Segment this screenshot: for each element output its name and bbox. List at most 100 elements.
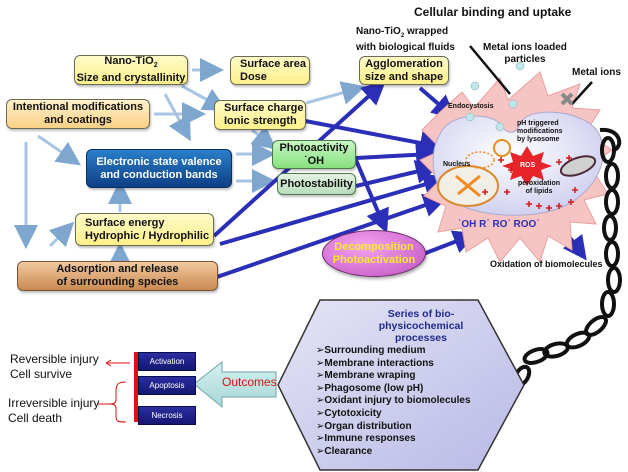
ph-triggered-label: pH triggered modifications by lysosome [517, 120, 563, 144]
label-text: with biological fluids [356, 42, 455, 53]
node-surface-energy: Surface energy Hydrophic / Hydrophilic [75, 213, 214, 246]
arrow-charge-to-photo [250, 125, 277, 150]
node-text: ˙OH [303, 154, 325, 167]
process-hexagon [277, 299, 525, 471]
chromosome [455, 174, 481, 198]
process-items: ➢Surrounding medium➢Membrane interaction… [316, 345, 496, 458]
node-text: and conduction bands [100, 168, 218, 181]
oxidation-label: Oxidation of biomolecules [490, 259, 603, 269]
node-text: and coatings [44, 114, 112, 126]
node-agglomeration: Agglomeration size and shape [359, 56, 449, 85]
node-decomposition: Decomposition Photoactivation [322, 230, 426, 277]
label-subscript: 2 [400, 33, 405, 39]
metal-ions-label: Metal ions [572, 67, 621, 78]
node-text: Agglomeration [365, 57, 443, 70]
node-intentional-modifications: Intentional modifications and coatings [6, 99, 150, 129]
node-text: Photoactivation [332, 253, 416, 266]
bullet-arrow-icon: ➢ [316, 395, 325, 407]
ros-label: ROS [520, 162, 536, 169]
arrow-stab-to-cell [355, 160, 440, 188]
process-item-text: Clearance [324, 445, 373, 457]
bullet-arrow-icon: ➢ [316, 382, 325, 394]
process-item: ➢Oxidant injury to biomolecules [316, 395, 496, 408]
process-item-text: Cytotoxicity [324, 407, 382, 419]
bullet-arrow-icon: ➢ [316, 433, 325, 445]
arrow-energy-to-cell [219, 172, 448, 246]
node-text: Ionic strength [224, 115, 297, 127]
peroxidation-label: peroxidation of lipids [518, 180, 560, 196]
label-text: pH triggered [517, 120, 559, 127]
lysosome [493, 139, 511, 157]
vesicle-dotted [465, 151, 495, 169]
node-text: Photoactivity [279, 141, 349, 154]
arrow-photo-to-decomp [354, 159, 389, 234]
light-arrows [14, 58, 366, 266]
outcome-red-bar [134, 352, 138, 422]
process-item-text: Organ distribution [324, 420, 412, 432]
node-text: Surface area [240, 57, 307, 70]
label-text: Cell death [8, 411, 63, 425]
arrow-ads-up-left [48, 221, 75, 248]
metal-loaded-pointer [469, 45, 511, 95]
ros-burst [502, 146, 552, 186]
process-title: Series of bio- physicochemical processes [316, 308, 496, 344]
node-surface-area: Surface area Dose [230, 56, 310, 85]
pointer-arrows [469, 45, 593, 105]
bullet-arrow-icon: ➢ [316, 420, 325, 432]
node-text: Photostability [280, 177, 353, 190]
node-text: Size and crystallinity [76, 72, 186, 85]
arrow-charge-to-cell [299, 118, 444, 155]
process-item: ➢Clearance [316, 446, 496, 459]
outcome-necrosis: Necrosis [138, 406, 196, 425]
bullet-arrow-icon: ➢ [316, 445, 325, 457]
reversible-injury-label: Reversible injury Cell survive [10, 352, 99, 382]
process-item: ➢Cytotoxicity [316, 408, 496, 421]
arrow-photo-to-cell [355, 142, 440, 167]
process-item: ➢Membrane interactions [316, 358, 496, 371]
process-item: ➢Membrane wraping [316, 370, 496, 383]
node-text: Surface charge [224, 102, 304, 114]
process-item-text: Membrane wraping [324, 370, 416, 382]
dark-arrows [212, 80, 587, 280]
label-text: peroxidation [518, 180, 561, 187]
node-text: size and shape [364, 70, 444, 83]
node-text: Intentional modifications [12, 101, 144, 113]
label-text: particles [504, 54, 546, 65]
radicals-label: ˙OH R˙ RO˙ ROO˙ [458, 219, 540, 230]
mitochondrion [559, 155, 597, 177]
process-item: ➢Surrounding medium [316, 345, 496, 358]
chain [512, 136, 622, 388]
cross-icon [560, 92, 574, 106]
title-line: physicochemical [378, 320, 464, 332]
outcome-activation: Activation [138, 352, 196, 371]
particles [465, 61, 525, 132]
process-item-text: Membrane interactions [324, 357, 434, 369]
bullet-arrow-icon: ➢ [316, 345, 325, 356]
title-line: processes [395, 332, 447, 344]
node-text: Nano-TiO [104, 54, 154, 67]
process-item-text: Phagosome (low pH) [324, 382, 424, 394]
diagram-title: Cellular binding and uptake [414, 5, 572, 19]
outcome-apoptosis: Apoptosis [138, 376, 196, 395]
outcomes-label: Outcomes [222, 375, 277, 389]
node-photoactivity: Photoactivity ˙OH [272, 140, 356, 169]
oxidative-marks [482, 155, 578, 211]
process-item: ➢Organ distribution [316, 421, 496, 434]
label-text: Cell survive [10, 367, 73, 381]
node-text: Electronic state valence [96, 155, 222, 168]
node-surface-charge: Surface charge Ionic strength [214, 100, 306, 130]
process-item-text: Oxidant injury to biomolecules [324, 395, 471, 407]
endocytosis-label: Endocystosis [448, 103, 494, 110]
process-item: ➢Immune responses [316, 433, 496, 446]
irreversible-brace [109, 381, 127, 423]
node-electronic-state: Electronic state valence and conduction … [86, 149, 232, 188]
node-subscript: 2 [153, 62, 158, 70]
arrow-decomp-to-cell [417, 230, 478, 258]
process-list: Series of bio- physicochemical processes… [316, 308, 496, 458]
bullet-arrow-icon: ➢ [316, 370, 325, 382]
arrow-ads-to-cell [213, 193, 448, 280]
label-text: Metal ions loaded [483, 42, 567, 53]
bullet-arrow-icon: ➢ [316, 407, 325, 419]
metal-ions-loaded-label: Metal ions loaded particles [483, 42, 567, 66]
